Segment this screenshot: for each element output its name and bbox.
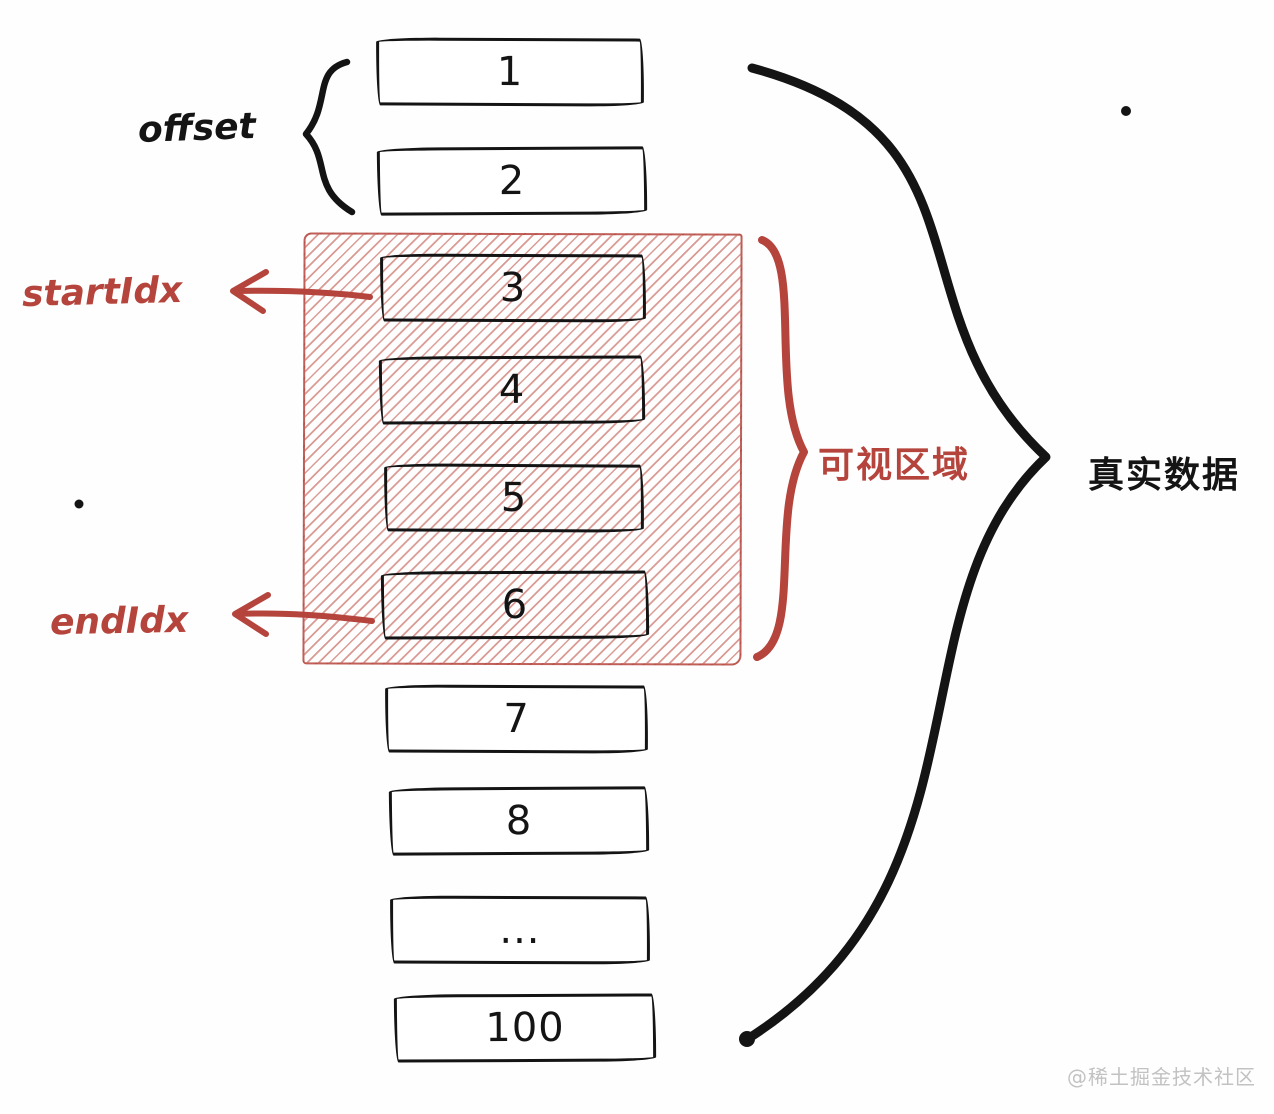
- list-item-box-5: 5: [383, 463, 645, 533]
- start-idx-label: startIdx: [21, 269, 183, 316]
- list-item-box-4: 4: [378, 355, 646, 425]
- viewport-area-label: 可视区域: [818, 445, 971, 486]
- offset-brace: [302, 58, 356, 216]
- list-item-label: 6: [501, 581, 529, 629]
- list-item-label: 7: [503, 695, 530, 743]
- ink-dot-left: [74, 499, 84, 509]
- start-idx-arrowhead: [230, 269, 269, 314]
- list-item-label: 1: [496, 48, 524, 96]
- watermark: @稀土掘金技术社区: [1067, 1065, 1256, 1089]
- list-item-label: ...: [499, 906, 541, 954]
- list-item-box-100: 100: [393, 993, 657, 1063]
- list-item-box-8: 8: [388, 786, 650, 856]
- ink-dot-top-right: [1121, 106, 1131, 116]
- list-item-box-1: 1: [375, 37, 645, 107]
- end-idx-label: endIdx: [49, 599, 189, 644]
- list-item-box-3: 3: [379, 253, 647, 323]
- real-data-brace: [741, 63, 1051, 1045]
- real-data-label: 真实数据: [1088, 455, 1241, 496]
- list-item-label: 8: [505, 797, 533, 845]
- viewport-brace: [753, 236, 808, 661]
- list-item-box-6: 6: [380, 570, 650, 640]
- brace-ink-blob: [739, 1031, 755, 1047]
- offset-label: offset: [137, 105, 257, 152]
- list-item-label: 5: [500, 474, 528, 522]
- list-item-label: 4: [498, 366, 526, 414]
- list-item-box-ellipsis: ...: [389, 895, 651, 965]
- end-idx-arrowhead: [232, 592, 271, 637]
- list-item-box-7: 7: [384, 684, 649, 754]
- list-item-label: 3: [499, 264, 527, 312]
- list-item-label: 100: [485, 1004, 565, 1052]
- list-item-box-2: 2: [376, 146, 648, 216]
- list-item-label: 2: [498, 157, 526, 205]
